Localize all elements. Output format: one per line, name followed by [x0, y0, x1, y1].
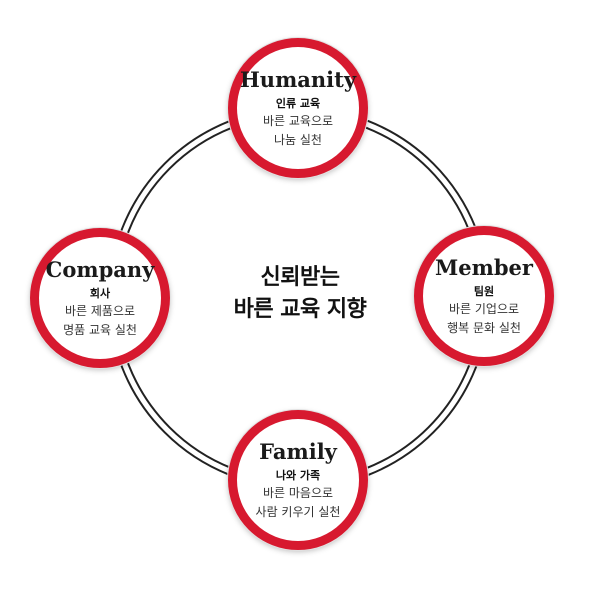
node-desc-2: 사람 키우기 실천 [255, 504, 341, 519]
center-line-1: 신뢰받는 [260, 265, 340, 290]
node-desc-2: 명품 교육 실천 [63, 322, 137, 337]
node-title: Company [45, 256, 155, 282]
node-desc-2: 행복 문화 실천 [447, 320, 521, 335]
node-title: Humanity [239, 66, 357, 92]
node-family: Family 나와 가족 바른 마음으로 사람 키우기 실천 [228, 410, 368, 550]
node-desc-2: 나눔 실천 [274, 132, 322, 147]
node-humanity: Humanity 인류 교육 바른 교육으로 나눔 실천 [228, 38, 368, 178]
node-desc-1: 바른 기업으로 [448, 301, 520, 316]
node-subtitle: 팀원 [473, 284, 495, 298]
node-desc-1: 바른 교육으로 [262, 113, 334, 128]
node-company: Company 회사 바른 제품으로 명품 교육 실천 [30, 228, 170, 368]
node-desc-1: 바른 마음으로 [262, 485, 334, 500]
node-subtitle: 인류 교육 [275, 96, 321, 110]
node-title: Family [259, 438, 337, 464]
center-line-2: 바른 교육 지향 [233, 297, 367, 322]
node-subtitle: 회사 [89, 286, 111, 300]
node-member: Member 팀원 바른 기업으로 행복 문화 실천 [414, 226, 554, 366]
node-title: Member [435, 254, 533, 280]
center-motto: 신뢰받는 바른 교육 지향 [200, 262, 400, 326]
node-subtitle: 나와 가족 [275, 468, 321, 482]
node-desc-1: 바른 제품으로 [64, 303, 136, 318]
